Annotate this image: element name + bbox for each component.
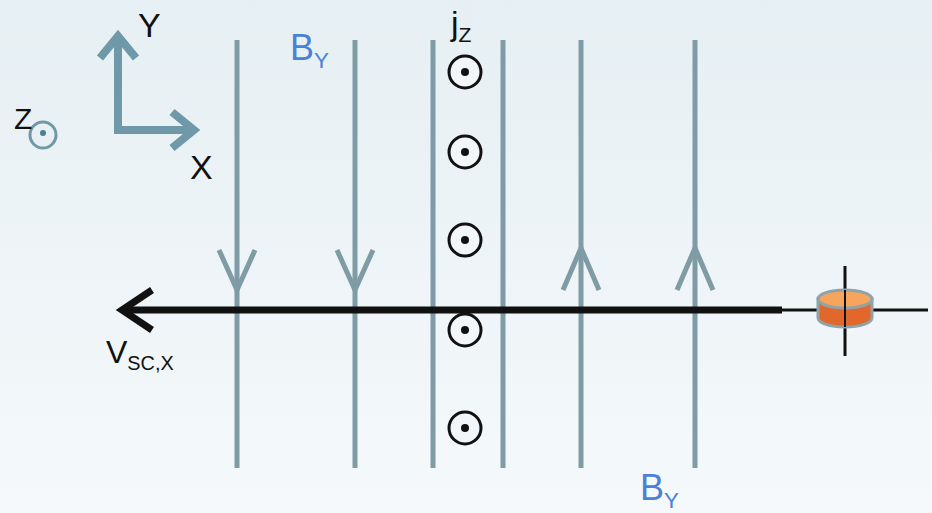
subscript-text: Z: [459, 23, 472, 46]
field-label: BY: [640, 470, 679, 506]
symbol-text: V: [106, 334, 127, 370]
symbol-text: X: [190, 148, 213, 186]
symbol-text: Z: [14, 102, 32, 135]
symbol-text: Y: [138, 6, 161, 44]
symbol-text: B: [640, 467, 664, 508]
axis-label: Y: [138, 8, 161, 42]
velocity-arrow: [122, 290, 782, 330]
axis-label: Z: [14, 104, 32, 134]
symbol-text: j: [451, 4, 459, 42]
subscript-text: Y: [664, 488, 679, 513]
axes: [100, 36, 194, 148]
spacecraft: [752, 266, 928, 356]
axis-label: X: [190, 150, 213, 184]
subscript-text: SC,X: [127, 352, 173, 374]
field-label: BY: [290, 30, 329, 66]
velocity-label: VSC,X: [106, 336, 174, 368]
field-lines: [219, 40, 713, 468]
subscript-text: Y: [314, 48, 329, 73]
current-label: jZ: [450, 6, 472, 40]
z-axis-symbol: [30, 122, 56, 148]
current-symbols: [449, 56, 481, 444]
symbol-text: B: [290, 27, 314, 68]
